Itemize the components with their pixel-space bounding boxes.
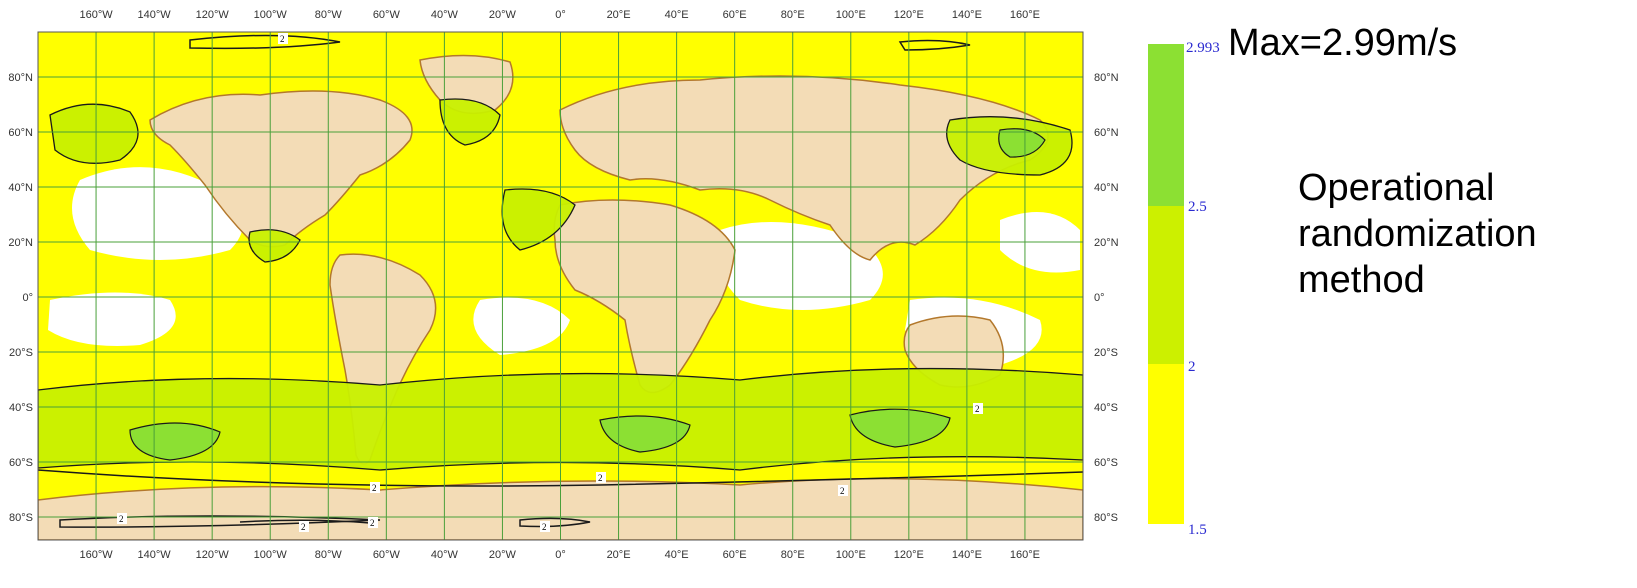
method-annotation: Operational randomization method — [1298, 165, 1637, 303]
method-line-1: Operational — [1298, 167, 1495, 209]
north-america — [149, 90, 413, 248]
colorbar-label-max: 2.993 — [1186, 40, 1220, 56]
lon-tick-label: 60°E — [723, 549, 747, 561]
contour-label: 2 — [840, 486, 845, 496]
colorbar-label-2-5: 2.5 — [1188, 199, 1207, 215]
lat-tick-label: 20°N — [1094, 237, 1119, 249]
lat-tick-labels-left: 80°N 60°N 40°N 20°N 0° 20°S 40°S 60°S 80°S — [8, 72, 33, 524]
colorbar-band-mid — [1148, 206, 1184, 365]
lon-tick-label: 140°W — [138, 549, 172, 561]
lon-tick-label: 20°E — [607, 549, 631, 561]
lon-tick-label: 140°E — [952, 9, 982, 21]
lon-tick-label: 20°W — [489, 549, 517, 561]
lat-tick-label: 60°S — [1094, 457, 1118, 469]
colorbar-label-2: 2 — [1188, 359, 1196, 375]
lon-tick-label: 120°E — [894, 549, 924, 561]
lat-tick-label: 80°N — [8, 72, 33, 84]
contour-labels: 2 2 2 2 2 2 2 2 2 — [117, 33, 983, 532]
lat-tick-label: 80°S — [9, 512, 33, 524]
lon-tick-label: 40°E — [665, 549, 689, 561]
lon-tick-label: 160°W — [79, 549, 113, 561]
lon-tick-label: 100°W — [254, 549, 288, 561]
lon-tick-label: 40°W — [431, 9, 459, 21]
lon-tick-label: 140°W — [138, 9, 172, 21]
colorbar-label-1-5: 1.5 — [1188, 522, 1207, 538]
contour-label: 2 — [119, 514, 124, 524]
colorbar-band-high — [1148, 44, 1184, 207]
lat-tick-label: 40°N — [1094, 182, 1119, 194]
contour-label: 2 — [301, 522, 306, 532]
contour-label: 2 — [280, 34, 285, 44]
contour-label: 2 — [542, 522, 547, 532]
lat-tick-label: 60°N — [1094, 127, 1119, 139]
eurasia — [559, 75, 1049, 261]
lon-tick-label: 120°E — [894, 9, 924, 21]
lon-tick-label: 60°E — [723, 9, 747, 21]
lat-tick-label: 0° — [1094, 292, 1105, 304]
contour-label: 2 — [370, 518, 375, 528]
lat-tick-label: 40°S — [9, 402, 33, 414]
lon-tick-label: 80°E — [781, 549, 805, 561]
lat-tick-label: 60°N — [8, 127, 33, 139]
lon-tick-label: 0° — [555, 9, 566, 21]
contour-label: 2 — [598, 473, 603, 483]
lat-tick-label: 0° — [22, 292, 33, 304]
graticule-lines — [38, 32, 1083, 540]
lon-tick-label: 80°E — [781, 9, 805, 21]
lon-tick-label: 120°W — [196, 9, 230, 21]
colorbar: 2.993 2.5 2 1.5 — [1148, 40, 1220, 538]
lon-tick-label: 40°W — [431, 549, 459, 561]
lon-tick-label: 0° — [555, 549, 566, 561]
lon-tick-label: 160°W — [79, 9, 113, 21]
contour-label: 2 — [975, 404, 980, 414]
lon-tick-label: 160°E — [1010, 9, 1040, 21]
contour-label: 2 — [372, 483, 377, 493]
method-line-3: method — [1298, 259, 1425, 301]
colorbar-band-low — [1148, 364, 1184, 524]
lat-tick-label: 60°S — [9, 457, 33, 469]
lon-tick-label: 60°W — [373, 549, 401, 561]
lat-tick-label: 80°S — [1094, 512, 1118, 524]
lon-tick-label: 20°E — [607, 9, 631, 21]
map-frame — [37, 31, 1084, 541]
lon-tick-labels-bottom: 160°W 140°W 120°W 100°W 80°W 60°W 40°W 20°W 0° 20… — [79, 549, 1040, 561]
lat-tick-label: 40°N — [8, 182, 33, 194]
lon-tick-label: 80°W — [315, 549, 343, 561]
lon-tick-label: 160°E — [1010, 549, 1040, 561]
lat-tick-label: 40°S — [1094, 402, 1118, 414]
method-line-2: randomization — [1298, 213, 1537, 255]
lat-tick-label: 20°S — [9, 347, 33, 359]
lon-tick-label: 100°W — [254, 9, 288, 21]
high-value-areas — [129, 128, 1046, 461]
lon-tick-labels-top: 160°W 140°W 120°W 100°W 80°W 60°W 40°W 20°W 0° 20… — [79, 9, 1040, 21]
lon-tick-label: 60°W — [373, 9, 401, 21]
lon-tick-label: 140°E — [952, 549, 982, 561]
lat-tick-label: 80°N — [1094, 72, 1119, 84]
max-value-annotation: Max=2.99m/s — [1228, 22, 1458, 64]
lon-tick-label: 100°E — [836, 9, 866, 21]
lon-tick-label: 20°W — [489, 9, 517, 21]
lon-tick-label: 40°E — [665, 9, 689, 21]
lat-tick-label: 20°N — [8, 237, 33, 249]
lon-tick-label: 120°W — [196, 549, 230, 561]
lon-tick-label: 80°W — [315, 9, 343, 21]
lon-tick-label: 100°E — [836, 549, 866, 561]
lat-tick-label: 20°S — [1094, 347, 1118, 359]
lat-tick-labels-right: 80°N 60°N 40°N 20°N 0° 20°S 40°S 60°S 80°S — [1094, 72, 1119, 524]
